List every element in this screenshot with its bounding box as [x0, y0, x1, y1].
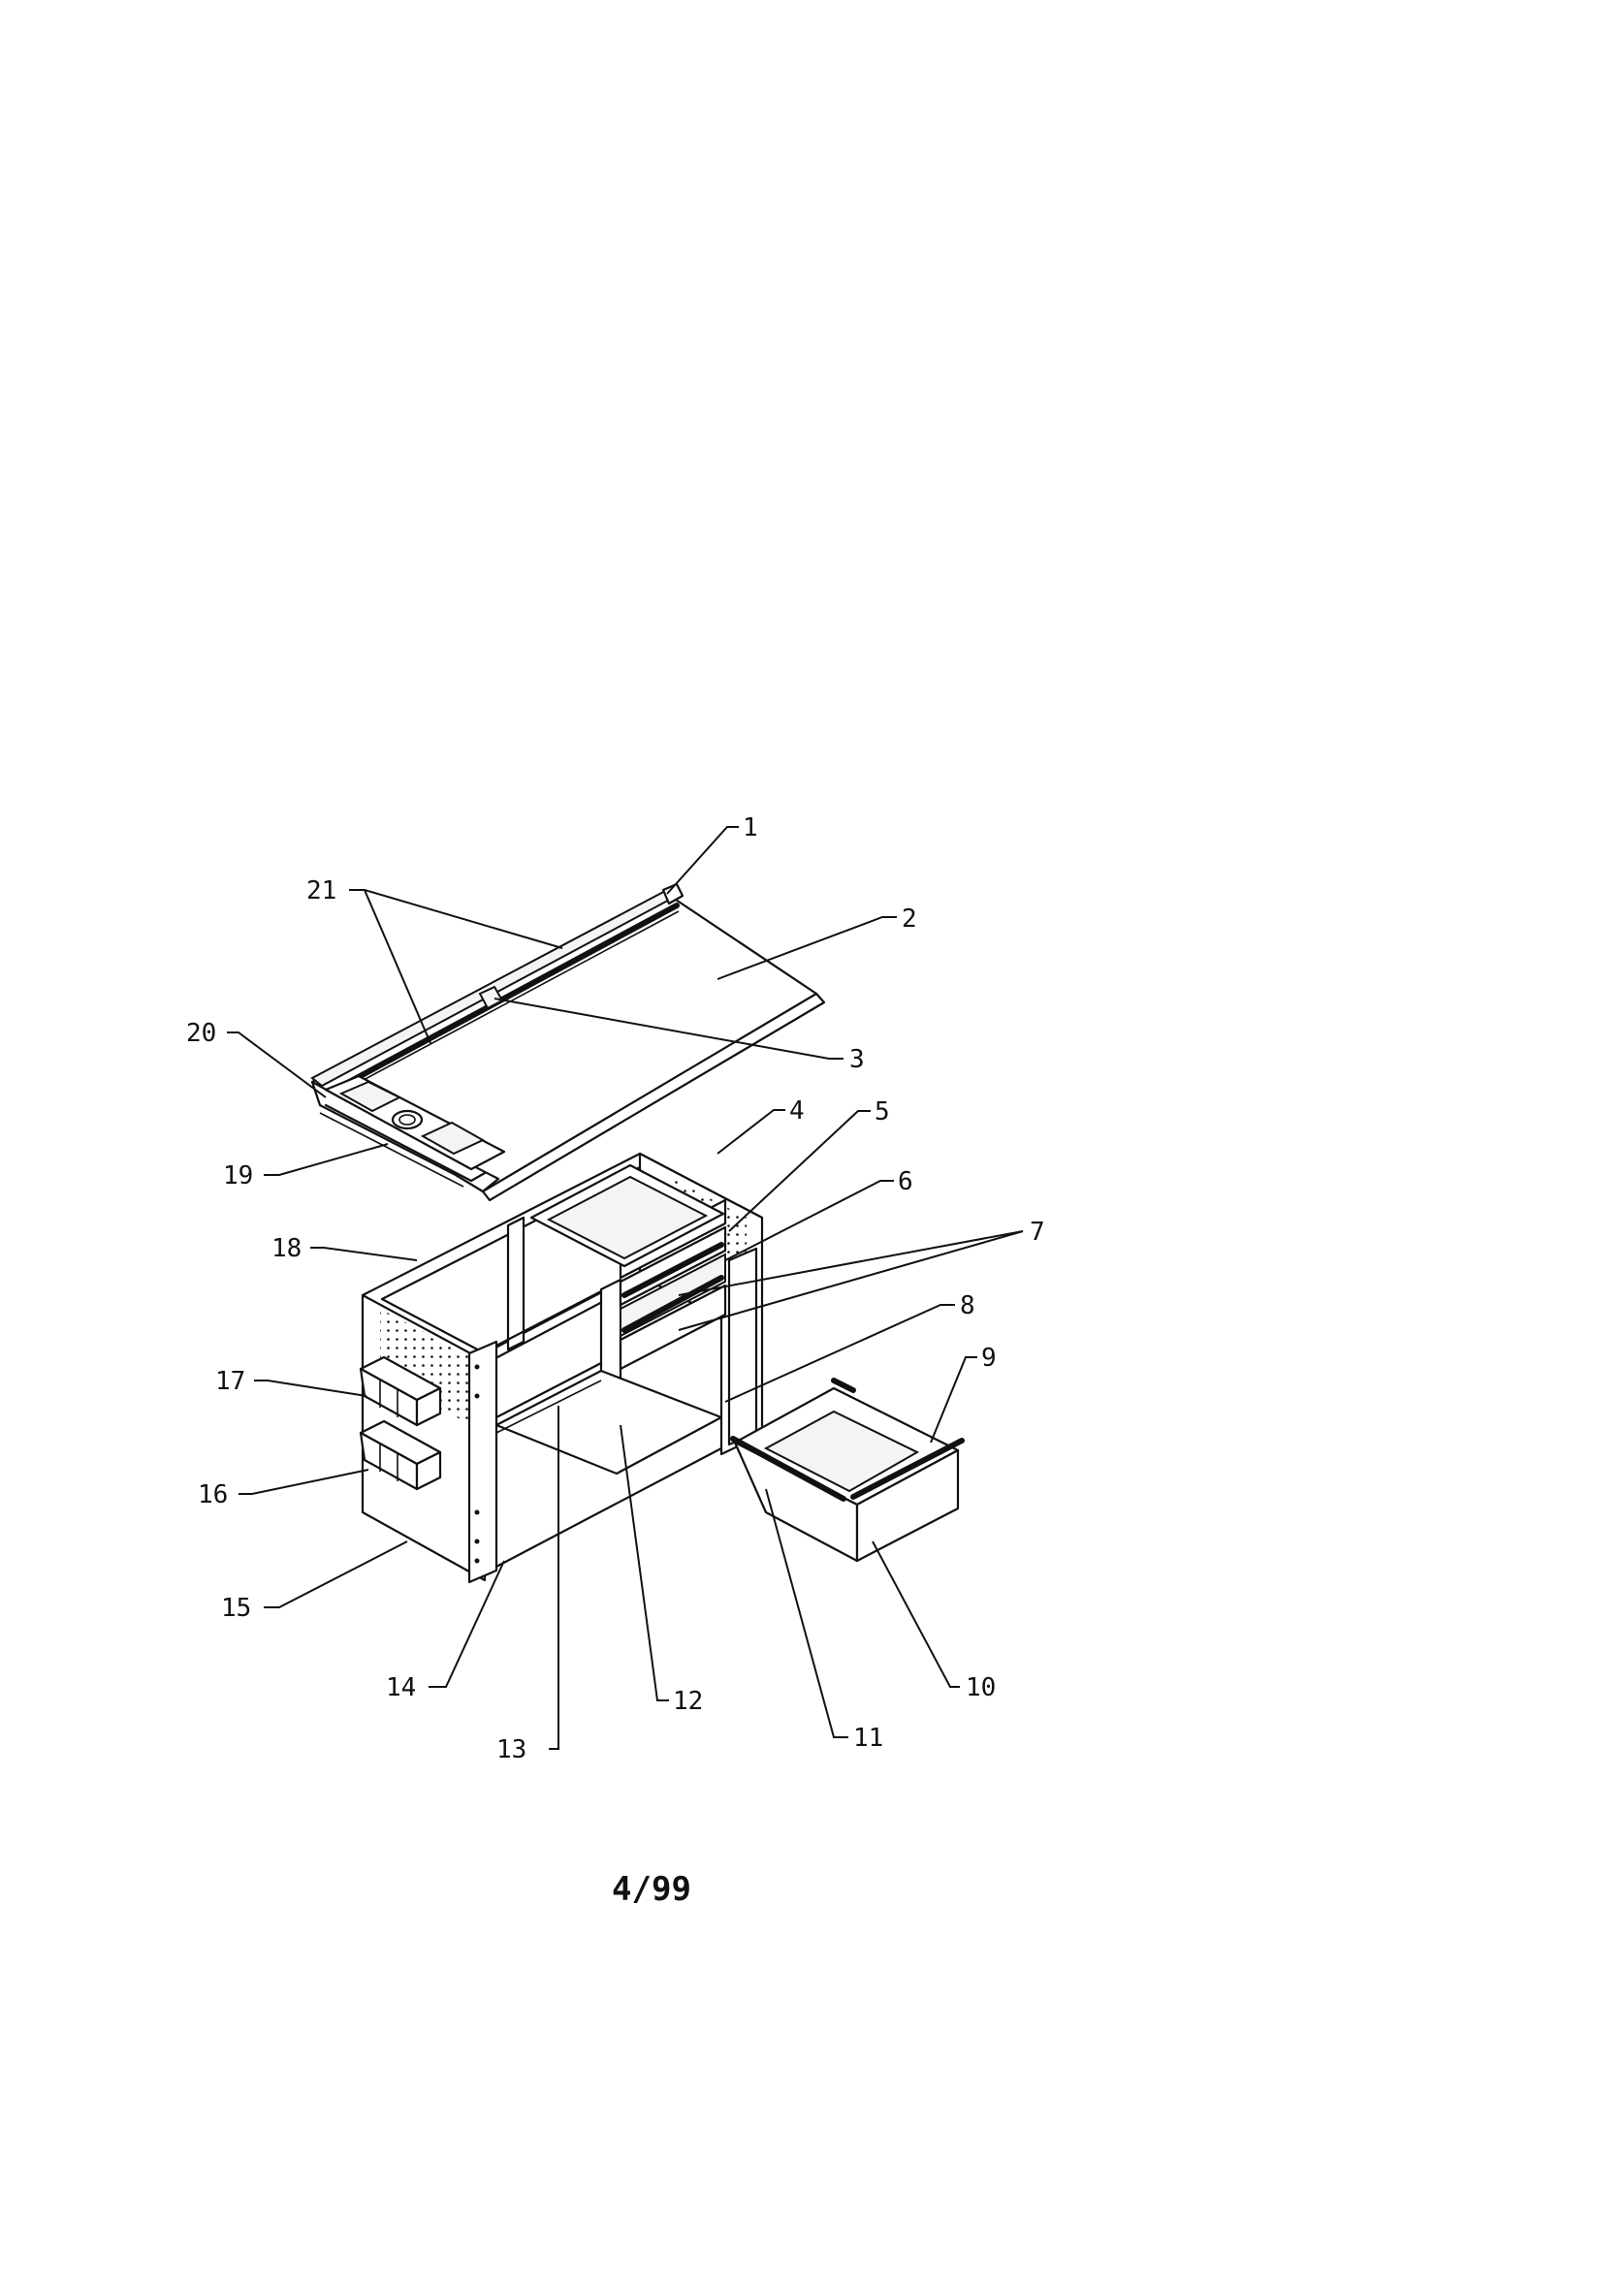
callout-19: 19 [223, 1161, 253, 1190]
callout-13: 13 [496, 1735, 526, 1764]
leader-4 [716, 1109, 785, 1155]
callout-7: 7 [1030, 1218, 1045, 1247]
tray-pocket-right [420, 1121, 486, 1156]
callout-16: 16 [198, 1480, 228, 1509]
leader-13 [549, 1406, 559, 1750]
cabinet-body [361, 1152, 764, 1584]
callout-5: 5 [875, 1097, 890, 1127]
tray-bottom-edge [319, 1112, 464, 1188]
leader-8 [724, 1304, 955, 1403]
lower-shelf-lip [495, 1380, 602, 1434]
leader-9 [930, 1356, 977, 1444]
leader-7a [678, 1230, 1024, 1296]
rear-middle-upright [506, 1216, 525, 1351]
cup-holder-ring [391, 1109, 424, 1130]
leader-7b [678, 1230, 1024, 1331]
callout-1: 1 [743, 813, 758, 842]
leader-21a [349, 889, 563, 949]
callout-15: 15 [221, 1594, 251, 1623]
worktop-assembly [310, 882, 826, 1202]
bin-17 [359, 1355, 442, 1427]
callout-11: 11 [853, 1724, 883, 1753]
leader-21b [364, 889, 431, 1044]
leader-14 [429, 1560, 505, 1688]
callout-14: 14 [386, 1673, 416, 1702]
bottom-base-rail [494, 1446, 723, 1569]
leader-1 [666, 826, 739, 895]
bin-17-side [415, 1386, 442, 1427]
callout-9: 9 [981, 1344, 997, 1373]
leader-15 [264, 1540, 408, 1608]
bin-16 [359, 1419, 442, 1491]
drawer-side-face [855, 1448, 960, 1563]
leader-18 [310, 1247, 418, 1261]
drawer-slide-right [850, 1438, 965, 1500]
rail-end-cap-part [661, 882, 685, 905]
callout-8: 8 [960, 1291, 975, 1320]
right-front-upright [727, 1247, 758, 1446]
rear-rail-lower-edge [319, 910, 680, 1104]
leader-3 [494, 998, 844, 1060]
mid-cross-rail [494, 1361, 603, 1419]
left-front-upright [467, 1340, 498, 1584]
drawer-4-front [619, 1284, 727, 1371]
leader-6 [724, 1180, 894, 1261]
bin-16-side [415, 1450, 442, 1491]
callout-4: 4 [789, 1096, 805, 1126]
cup-holder-inner [398, 1114, 416, 1126]
leader-12 [620, 1424, 669, 1701]
callout-17: 17 [215, 1367, 245, 1396]
pulled-drawer [730, 1378, 965, 1563]
top-panel-edge [481, 992, 826, 1202]
drawer-slide-rear [831, 1378, 856, 1393]
tray-pocket-left [338, 1080, 402, 1113]
callout-2: 2 [902, 904, 917, 934]
leader-20 [227, 1031, 327, 1098]
leader-lines [227, 826, 1024, 1750]
leader-2 [716, 916, 897, 980]
drawer-slide-lower [621, 1275, 724, 1333]
callout-20: 20 [186, 1019, 216, 1048]
revision-date: 4/99 [612, 1870, 691, 1909]
callout-6: 6 [898, 1167, 913, 1196]
drawer-interior [763, 1410, 920, 1493]
callout-18: 18 [271, 1234, 302, 1263]
callout-21: 21 [306, 876, 336, 905]
leader-11 [765, 1488, 848, 1738]
lower-shelf [494, 1369, 723, 1476]
callout-3: 3 [849, 1045, 865, 1074]
upper-drawer-floor [546, 1175, 709, 1260]
callout-12: 12 [673, 1687, 703, 1716]
leader-5 [728, 1110, 871, 1232]
callout-10: 10 [966, 1673, 996, 1702]
leader-10 [872, 1540, 960, 1688]
drawer-slide-left [730, 1436, 846, 1502]
left-end-perforation [380, 1309, 471, 1425]
leader-17 [254, 1380, 367, 1397]
front-cross-rail [494, 1289, 603, 1348]
callout-labels: 1 2 3 4 5 6 7 8 9 10 11 12 13 14 15 16 1… [186, 813, 1045, 1764]
left-upright-holes [474, 1364, 480, 1564]
tray-front-edge [324, 1103, 487, 1183]
leader-16 [239, 1469, 369, 1495]
leader-19 [264, 1143, 389, 1176]
drawer-slide-upper [621, 1242, 724, 1298]
